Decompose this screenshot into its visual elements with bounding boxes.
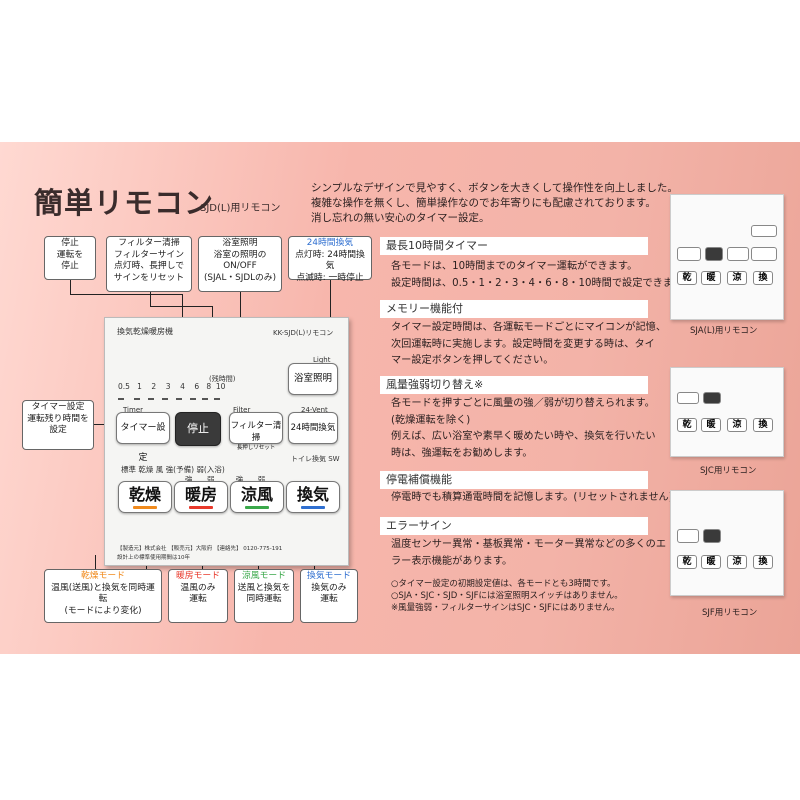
section-heading-error: エラーサイン xyxy=(380,517,648,535)
thumbnail-caption-sja: SJA(L)用リモコン xyxy=(690,326,758,336)
section-body-airflow: 各モードを押すごとに風量の強／弱が切り替えられます。 (乾燥運転を除く) 例えば… xyxy=(391,398,656,459)
connector-line xyxy=(70,294,182,295)
connector-line xyxy=(150,292,151,306)
heat-indicator xyxy=(189,506,213,509)
vent-mode-button[interactable]: 換気 xyxy=(286,481,340,513)
callout-vent: 換気モード 換気のみ 運転 xyxy=(300,569,358,623)
section-body-timer: 各モードは、10時間までのタイマー運転ができます。 設定時間は、0.5・1・2・… xyxy=(391,261,693,289)
section-body-memory: タイマー設定時間は、各運転モードごとにマイコンが記憶、 次回運転時に実施します。… xyxy=(391,322,667,366)
callout-stop: 停止 運転を 停止 xyxy=(44,236,96,280)
intro-text: シンプルなデザインで見やすく、ボタンを大きくして操作性を向上しました。 複雑な操… xyxy=(311,182,678,224)
callout-cool: 涼風モード 送風と換気を 同時運転 xyxy=(234,569,294,623)
connector-line xyxy=(150,306,212,307)
light-label: Light xyxy=(313,356,331,364)
section-heading-timer: 最長10時間タイマー xyxy=(380,237,648,255)
thumbnail-sjf: 乾 暖 涼 換 xyxy=(670,490,784,596)
section-body-outage: 停電時でも積算通電時間を記憶します。(リセットされません) xyxy=(391,492,673,503)
section-heading-outage: 停電補償機能 xyxy=(380,471,648,489)
notes: ○タイマー設定の初期設定値は、各モードとも3時間です。 ○SJA・SJC・SJD… xyxy=(391,579,623,613)
callout-dry: 乾燥モード 温風(送風)と換気を同時運転 (モードにより変化) xyxy=(44,569,162,623)
timer-led xyxy=(202,398,208,400)
page-subtitle: SJD(L)用リモコン xyxy=(200,203,281,214)
24vent-label: 24-Vent xyxy=(301,406,328,414)
callout-filter: フィルター清掃 フィルターサイン 点灯時、長押しで サインをリセット xyxy=(106,236,192,292)
stop-button[interactable]: 停止 xyxy=(175,412,221,446)
timer-button[interactable]: タイマー設定 xyxy=(116,412,170,463)
timer-label: Timer xyxy=(123,406,144,414)
callout-24h: 24時間換気 点灯時: 24時間換気 点滅時: 一時停止 xyxy=(288,236,372,283)
timer-led xyxy=(162,398,168,400)
thumbnail-sjc: 乾 暖 涼 換 xyxy=(670,367,784,457)
callout-timer: タイマー設定 運転残り時間を 設定 xyxy=(22,400,94,450)
hours-label: (残時間) xyxy=(209,375,236,383)
filter-button[interactable]: フィルター清掃 長押しリセット xyxy=(229,412,283,451)
dry-indicator xyxy=(133,506,157,509)
thumbnail-caption-sjf: SJF用リモコン xyxy=(702,608,758,618)
filter-label: Filter xyxy=(233,406,251,414)
timer-hours: 0.5 1 2 3 4 6 8 10 xyxy=(118,382,226,391)
callout-heat: 暖房モード 温風のみ 運転 xyxy=(168,569,228,623)
light-button[interactable]: 浴室照明 xyxy=(288,363,338,395)
remote-model: KK-SJD(L)リモコン xyxy=(273,329,334,337)
timer-led xyxy=(148,398,154,400)
timer-led xyxy=(214,398,220,400)
timer-led xyxy=(190,398,196,400)
timer-led xyxy=(118,398,124,400)
remote-footer-2: 設計上の標準使用期間は10年 xyxy=(117,555,190,561)
timer-led xyxy=(134,398,140,400)
section-heading-airflow: 風量強弱切り替え※ xyxy=(380,376,648,394)
remote-footer-1: 【製造元】株式会社 【販売元】大阪府 【連絡先】 0120-775-191 xyxy=(117,546,283,552)
mode-strength-labels: 強 弱 強 弱 xyxy=(185,475,266,484)
section-body-error: 温度センサー異常・基板異常・モーター異常などの多くのエ ラー表示機能があります。 xyxy=(391,539,667,567)
remote-name: 換気乾燥暖房機 xyxy=(117,327,173,336)
mode-labels: 標準 乾燥 風 強(予備) 弱(入浴) xyxy=(121,465,225,474)
cool-mode-button[interactable]: 涼風 xyxy=(230,481,284,513)
24h-vent-button[interactable]: 24時間換気 xyxy=(288,412,338,444)
heat-mode-button[interactable]: 暖房 xyxy=(174,481,228,513)
section-heading-memory: メモリー機能付 xyxy=(380,300,648,318)
thumbnail-sja: 乾 暖 涼 換 xyxy=(670,194,784,320)
page-title: 簡単リモコン xyxy=(34,186,215,220)
timer-led xyxy=(176,398,182,400)
connector-line xyxy=(70,280,71,294)
vent-indicator xyxy=(301,506,325,509)
thumbnail-caption-sjc: SJC用リモコン xyxy=(700,466,757,476)
cool-indicator xyxy=(245,506,269,509)
toilet-label: トイレ換気 SW xyxy=(291,455,340,463)
dry-mode-button[interactable]: 乾燥 xyxy=(118,481,172,513)
connector-line xyxy=(95,555,96,569)
callout-light: 浴室照明 浴室の照明の ON/OFF (SJAL・SJDLのみ) xyxy=(198,236,282,292)
